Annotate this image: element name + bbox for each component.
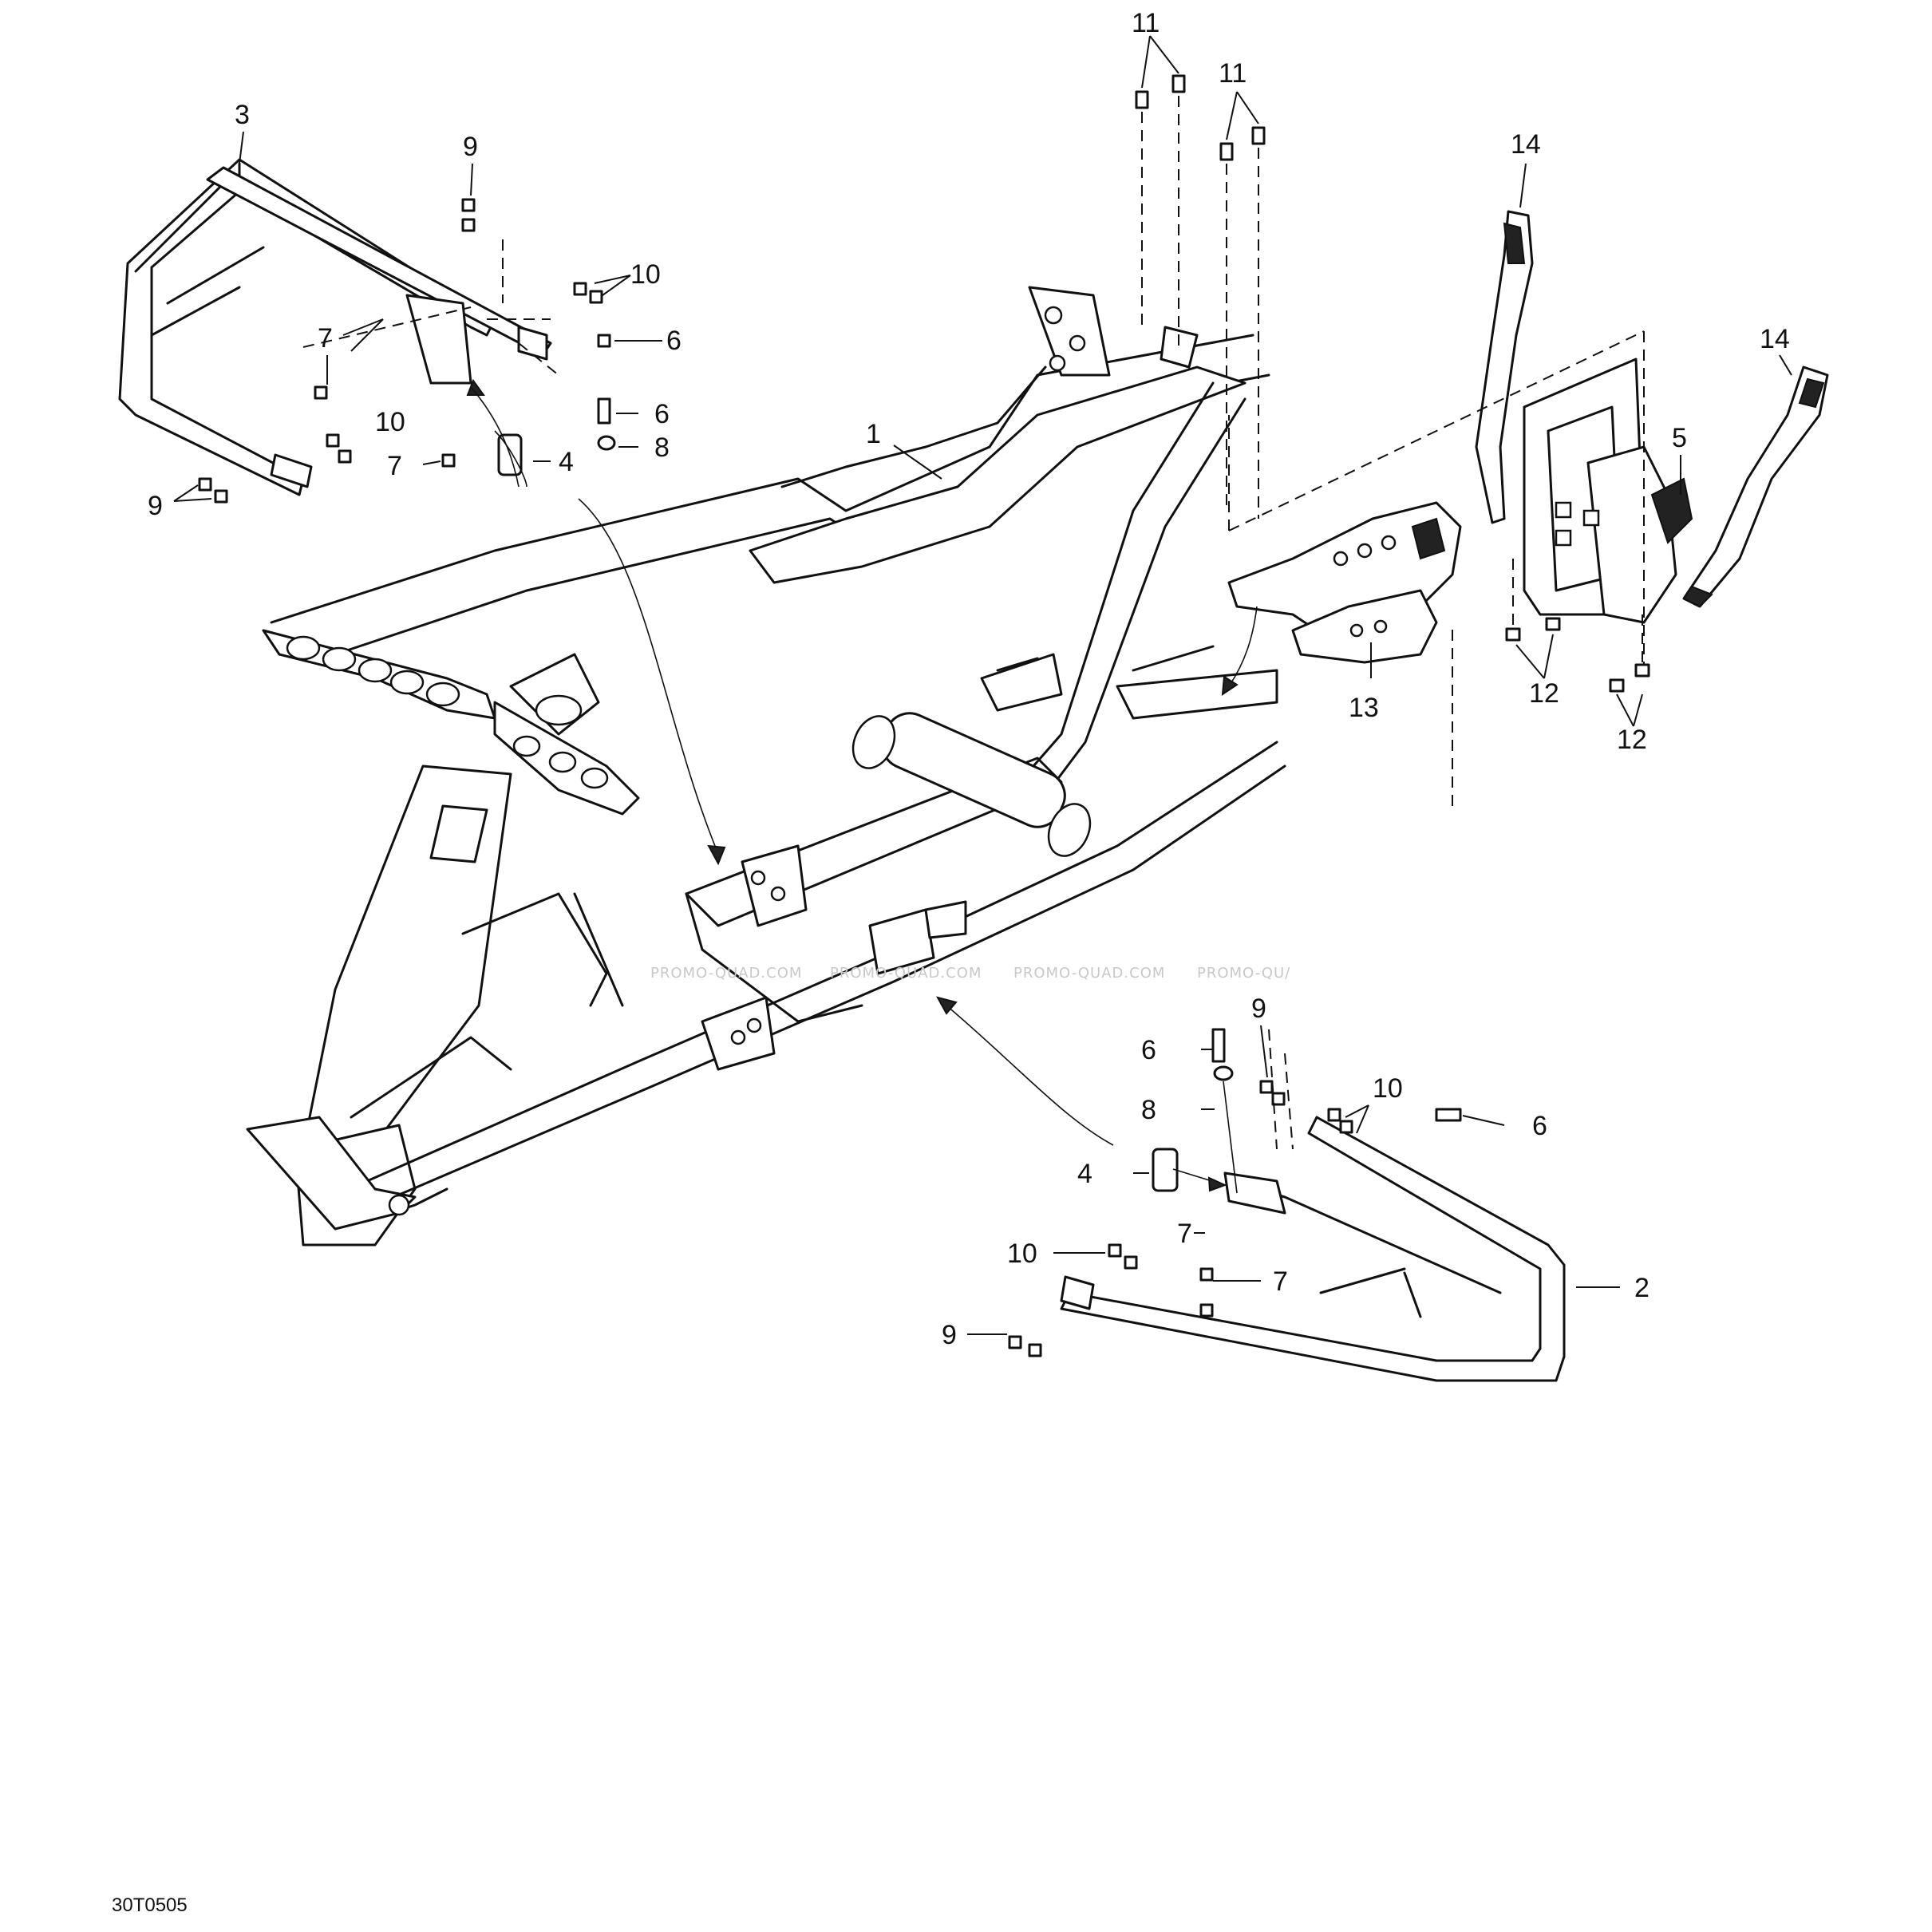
rear-bracket-plate xyxy=(1523,358,1693,624)
label-12: 12 xyxy=(1617,725,1647,755)
grab-handles xyxy=(1475,210,1829,608)
leader-lines xyxy=(173,35,1792,1335)
label-10: 10 xyxy=(375,407,405,437)
label-14: 14 xyxy=(1511,129,1541,160)
label-9: 9 xyxy=(463,132,478,162)
label-13: 13 xyxy=(1349,693,1379,723)
label-3: 3 xyxy=(235,100,250,130)
label-7: 7 xyxy=(1177,1219,1192,1249)
watermark-text: PROMO-QUAD.COM xyxy=(650,965,802,982)
label-14: 14 xyxy=(1760,324,1790,354)
watermark: PROMO-QUAD.COM PROMO-QUAD.COM PROMO-QUAD… xyxy=(650,965,1290,982)
label-10: 10 xyxy=(1373,1073,1403,1104)
watermark-text: PROMO-QUAD.COM xyxy=(1013,965,1165,982)
label-8: 8 xyxy=(654,433,670,463)
label-9: 9 xyxy=(1251,994,1266,1024)
part-labels: 11 11 14 14 3 9 10 6 7 6 10 8 9 7 4 1 5 … xyxy=(148,8,1790,1350)
label-1: 1 xyxy=(866,419,881,449)
label-4: 4 xyxy=(559,447,574,477)
label-7: 7 xyxy=(1273,1266,1288,1297)
label-9: 9 xyxy=(148,491,163,521)
label-10: 10 xyxy=(1007,1239,1037,1269)
label-9: 9 xyxy=(942,1320,957,1350)
label-8: 8 xyxy=(1141,1095,1156,1125)
label-7: 7 xyxy=(318,323,333,354)
label-12: 12 xyxy=(1529,678,1559,709)
assembly-arrows xyxy=(466,378,1258,1192)
label-6: 6 xyxy=(1141,1035,1156,1065)
label-4: 4 xyxy=(1077,1159,1092,1189)
label-5: 5 xyxy=(1672,423,1687,453)
label-6: 6 xyxy=(666,326,682,356)
label-11: 11 xyxy=(1219,58,1247,89)
label-6: 6 xyxy=(1532,1111,1547,1141)
watermark-text: PROMO-QU/ xyxy=(1197,965,1290,982)
label-6: 6 xyxy=(654,399,670,429)
label-11: 11 xyxy=(1132,8,1160,38)
label-2: 2 xyxy=(1634,1273,1650,1303)
main-frame xyxy=(246,286,1286,1247)
reference-code: 30T0505 xyxy=(112,1894,188,1916)
fasteners xyxy=(198,74,1650,1357)
watermark-text: PROMO-QUAD.COM xyxy=(830,965,982,982)
label-10: 10 xyxy=(630,259,661,290)
label-7: 7 xyxy=(387,451,402,481)
side-plates xyxy=(1227,501,1462,664)
front-rack xyxy=(1060,1116,1566,1382)
